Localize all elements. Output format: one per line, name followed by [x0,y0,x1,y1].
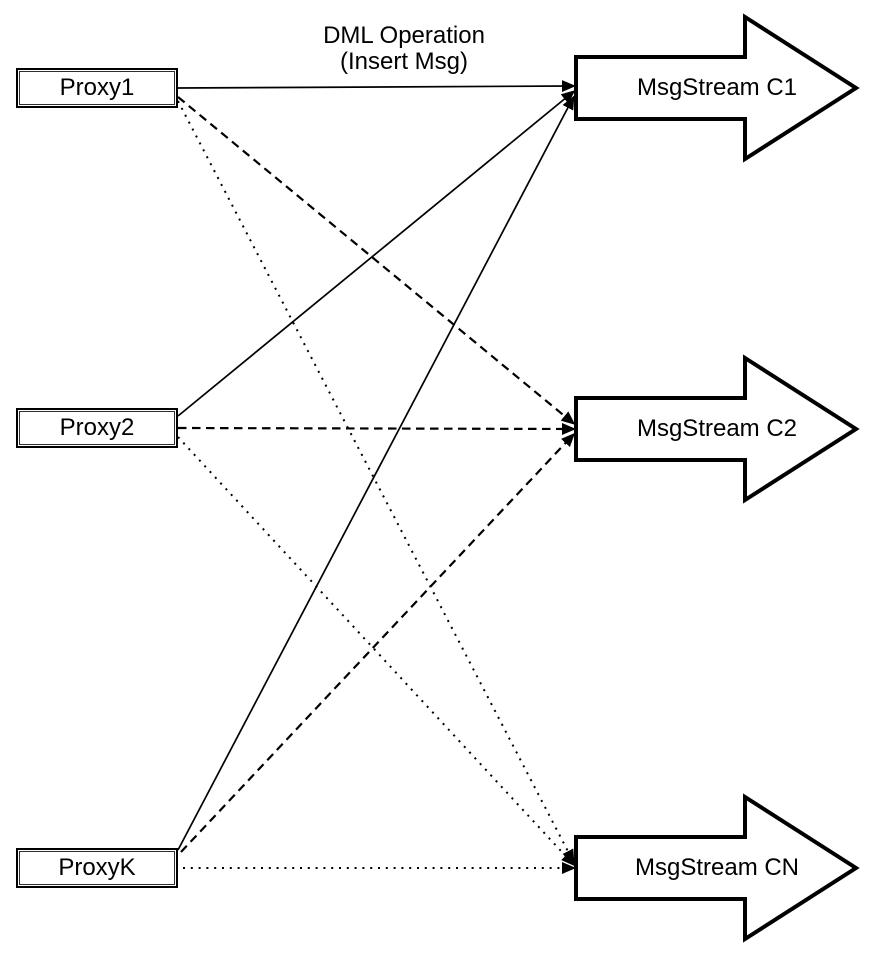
dml-operation-label-line1: DML Operation [323,22,485,49]
node-proxy2: Proxy2 [16,408,178,448]
msgstream-c1-shape [574,13,860,163]
msgstream-cn-shape [574,793,860,943]
edge-proxy1-to-c1-solid [177,80,576,93]
msgstream-c2-shape [574,354,860,504]
node-proxy1: Proxy1 [16,68,178,108]
edge-proxy2-to-cn-dotted [177,436,576,867]
node-proxyk: ProxyK [16,848,178,888]
edge-proxyk-to-c2-dashed [180,432,576,853]
msgstream-cn-label: MsgStream CN [634,854,800,881]
edge-proxy2-to-c1-solid [177,90,576,417]
proxyk-label: ProxyK [58,854,136,881]
edge-proxy2-to-c2-dashed [177,422,576,435]
edge-proxy1-to-cn-dotted [177,100,575,864]
dml-operation-edge-label: DML Operation (Insert Msg) [323,23,485,75]
edge-proxyk-to-c1-solid [177,95,575,851]
dml-operation-label-line2: (Insert Msg) [339,48,469,75]
proxy2-label: Proxy2 [59,414,135,441]
msgstream-c1-label: MsgStream C1 [636,74,798,101]
proxy1-label: Proxy1 [59,74,135,101]
edge-proxy1-to-c2-dashed [177,96,576,425]
msgstream-c2-label: MsgStream C2 [636,415,798,442]
